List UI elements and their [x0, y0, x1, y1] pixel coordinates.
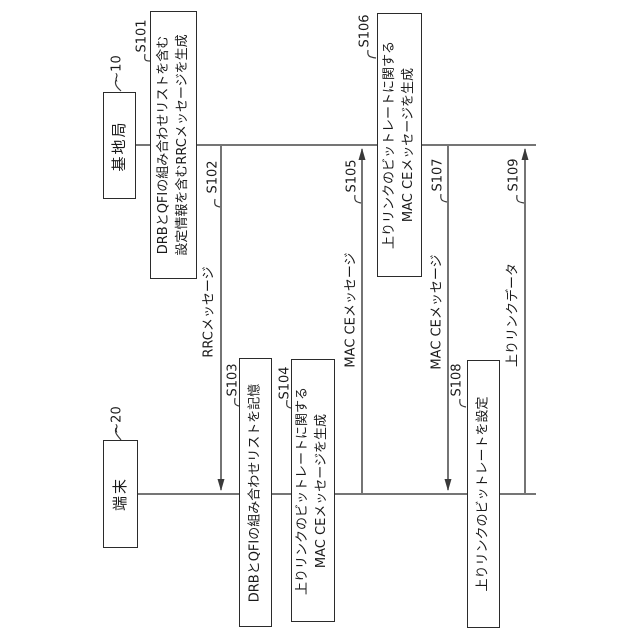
action-box-s104: 上りリンクのビットレートに関する MAC CEメッセージを生成 [291, 359, 335, 622]
action-text-line: 上りリンクのビットレートを設定 [475, 396, 491, 592]
step-label-s103: S103 [225, 363, 241, 397]
action-text-line: DRBとQFIの組み合わせリストを含む [155, 35, 171, 255]
action-text-s101: DRBとQFIの組み合わせリストを含む 設定情報を含むRRCメッセージを生成 [155, 34, 193, 255]
action-box-s103: DRBとQFIの組み合わせリストを記憶 [239, 358, 272, 627]
step-label-s102: S102 [205, 160, 221, 194]
message-label-uplink-data: 上りリンクデータ [505, 262, 521, 368]
leader-ref-20 [114, 427, 122, 441]
leader-s104 [286, 399, 292, 409]
actor-box-base-station: 基地局 [103, 92, 136, 199]
leader-s108 [459, 398, 467, 408]
action-box-s108: 上りリンクのビットレートを設定 [467, 360, 500, 628]
action-text-line: MAC CEメッセージを生成 [314, 413, 329, 568]
action-text-line: 上りリンクのビットレートに関する [381, 40, 397, 250]
step-label-s108: S108 [449, 363, 465, 397]
leader-s103 [234, 397, 240, 407]
leader-s109 [516, 194, 525, 204]
action-text-line: DRBとQFIの組み合わせリストを記憶 [247, 383, 263, 602]
leader-s102 [214, 198, 221, 208]
step-label-s107: S107 [430, 158, 446, 192]
leader-s106 [367, 49, 377, 59]
actor-box-terminal: 端末 [103, 440, 138, 548]
actor-name-terminal: 端末 [110, 476, 129, 512]
leader-s107 [440, 193, 448, 203]
action-text-line: 設定情報を含むRRCメッセージを生成 [174, 34, 190, 256]
ref-label-20: ~20 [109, 406, 125, 434]
leader-ref-10 [114, 79, 122, 92]
action-text-s108: 上りリンクのビットレートを設定 [474, 396, 493, 591]
step-label-s104: S104 [277, 366, 293, 400]
action-text-s106: 上りリンクのビットレートに関する MAC CEメッセージを生成 [381, 41, 419, 249]
action-text-s103: DRBとQFIの組み合わせリストを記憶 [246, 383, 265, 602]
message-label-mac-ce-1: MAC CEメッセージ [343, 252, 359, 368]
leader-s101 [144, 53, 151, 62]
step-label-s101: S101 [134, 19, 150, 53]
step-label-s106: S106 [357, 14, 373, 48]
action-text-s104: 上りリンクのビットレートに関する MAC CEメッセージを生成 [294, 386, 332, 594]
action-box-s101: DRBとQFIの組み合わせリストを含む 設定情報を含むRRCメッセージを生成 [150, 11, 197, 279]
message-label-rrc: RRCメッセージ [201, 266, 217, 358]
action-text-line: MAC CEメッセージを生成 [400, 67, 416, 223]
actor-name-base-station: 基地局 [109, 119, 128, 172]
message-label-mac-ce-2: MAC CEメッセージ [429, 254, 445, 370]
action-box-s106: 上りリンクのビットレートに関する MAC CEメッセージを生成 [377, 13, 422, 277]
ref-label-10: ~10 [109, 55, 125, 83]
action-text-line: 上りリンクのビットレートに関する [295, 386, 311, 595]
step-label-s105: S105 [344, 159, 360, 193]
step-label-s109: S109 [506, 158, 522, 192]
leader-s105 [354, 194, 362, 204]
